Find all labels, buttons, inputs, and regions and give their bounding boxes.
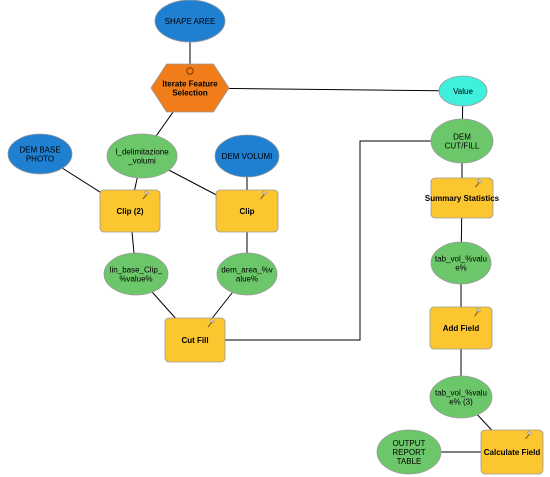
hammer-icon bbox=[142, 190, 150, 200]
node-label: Value bbox=[453, 87, 473, 96]
tool-box bbox=[215, 189, 279, 233]
input-data-ellipse bbox=[154, 0, 226, 43]
derived-data-ellipse bbox=[106, 133, 178, 179]
hammer-icon bbox=[474, 307, 481, 317]
node-label: Add Field bbox=[443, 324, 480, 333]
node-label: Clip (2) bbox=[116, 207, 143, 216]
node-l-delimitazione-volumi[interactable]: I_delimitazione_volumi bbox=[106, 133, 178, 179]
hammer-icon bbox=[475, 178, 482, 188]
input-data-ellipse bbox=[7, 133, 73, 175]
node-calculate-field[interactable]: Calculate Field bbox=[480, 429, 544, 475]
node-label: Cut Fill bbox=[181, 336, 208, 345]
derived-data-ellipse bbox=[430, 241, 492, 285]
derived-data-ellipse bbox=[216, 252, 278, 296]
node-label: Clip bbox=[239, 207, 254, 216]
node-lin-base-clip[interactable]: lin_base_Clip_%value% bbox=[103, 252, 169, 296]
node-label: I_delimitazione_volumi bbox=[115, 147, 169, 165]
derived-data-ellipse bbox=[429, 375, 493, 419]
tool-box bbox=[99, 189, 161, 233]
input-data-ellipse bbox=[214, 134, 280, 178]
node-value[interactable]: Value bbox=[438, 75, 488, 107]
hammer-icon bbox=[207, 318, 215, 328]
edge-iterate-feature-selection-to-value bbox=[189, 87, 464, 92]
iterator-hexagon bbox=[150, 63, 230, 113]
node-add-field[interactable]: Add Field bbox=[429, 306, 493, 350]
hammer-icon bbox=[525, 430, 532, 440]
node-label: Summary Statistics bbox=[425, 194, 500, 203]
node-label: Calculate Field bbox=[484, 448, 541, 457]
node-clip-2[interactable]: Clip (2) bbox=[99, 189, 161, 233]
node-summary-statistics[interactable]: Summary Statistics bbox=[425, 177, 500, 219]
derived-data-ellipse bbox=[430, 118, 494, 164]
tool-box bbox=[480, 429, 544, 475]
node-label: lin_base_Clip_%value% bbox=[110, 265, 163, 283]
tool-box bbox=[429, 306, 493, 350]
node-label: SHAPE AREE bbox=[165, 17, 216, 26]
loop-icon bbox=[186, 67, 194, 75]
derived-data-ellipse bbox=[103, 252, 169, 296]
variable-ellipse bbox=[438, 75, 488, 107]
edge-cut-fill-to-dem-cut-fill bbox=[225, 140, 431, 341]
node-label: DEM VOLUMI bbox=[222, 152, 273, 161]
tool-box bbox=[164, 317, 226, 363]
node-cut-fill[interactable]: Cut Fill bbox=[164, 317, 226, 363]
derived-data-ellipse bbox=[376, 429, 442, 475]
node-shape-aree[interactable]: SHAPE AREE bbox=[154, 0, 226, 43]
tool-box bbox=[430, 177, 494, 219]
node-clip[interactable]: Clip bbox=[215, 189, 279, 233]
hammer-icon bbox=[260, 190, 267, 200]
node-dem-volumi[interactable]: DEM VOLUMI bbox=[214, 134, 280, 178]
